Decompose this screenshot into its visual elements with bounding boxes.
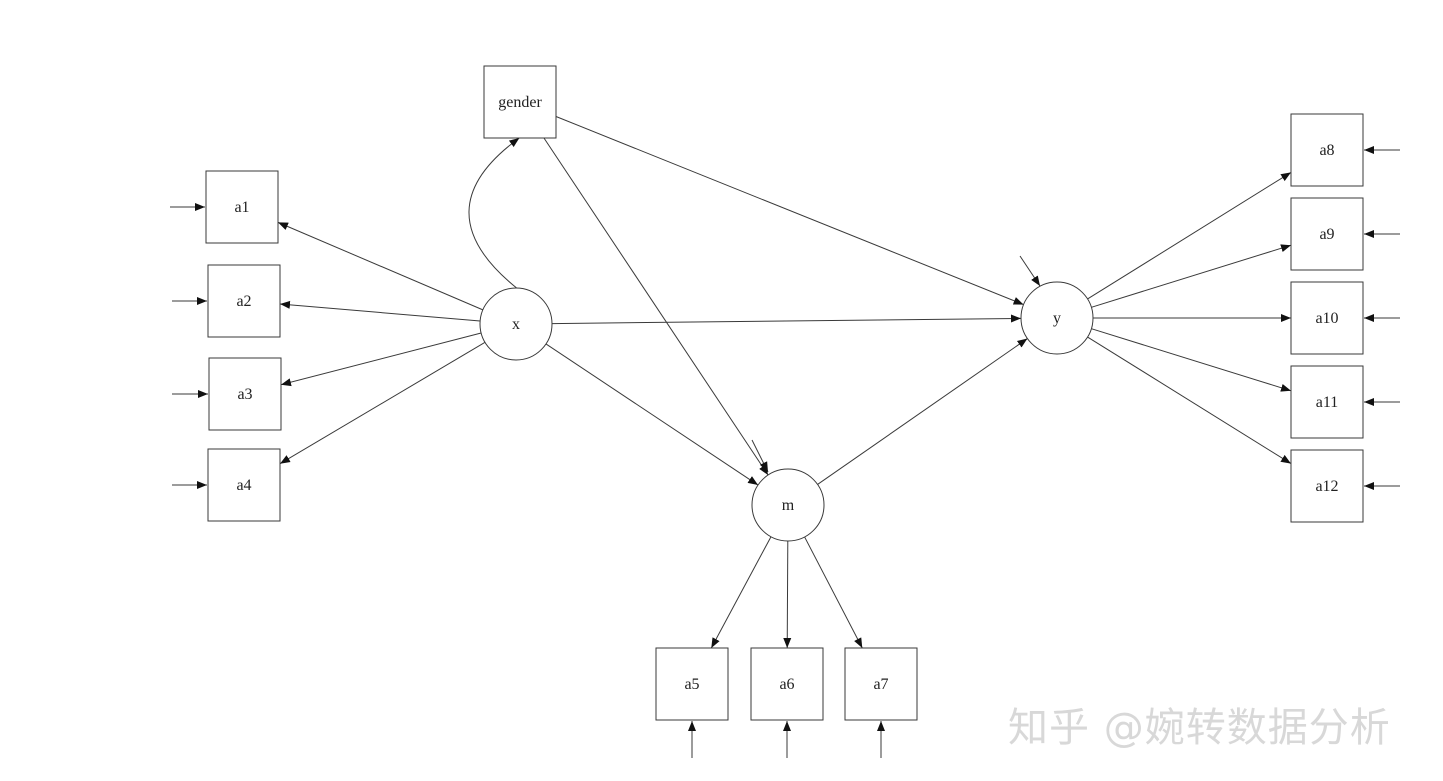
- node-label-a8: a8: [1319, 142, 1334, 159]
- node-gender: gender: [483, 65, 557, 139]
- node-m: m: [751, 468, 825, 542]
- latent-circle-x: [479, 287, 553, 361]
- edge-x-to-gender: [468, 137, 520, 289]
- node-label-y: y: [1053, 310, 1061, 327]
- node-a1: a1: [205, 170, 279, 244]
- observed-box-a6: [750, 647, 824, 721]
- observed-box-a10: [1290, 281, 1364, 355]
- observed-box-a2: [207, 264, 281, 338]
- node-label-a2: a2: [236, 293, 251, 310]
- observed-box-a9: [1290, 197, 1364, 271]
- node-a7: a7: [844, 647, 918, 721]
- observed-box-a12: [1290, 449, 1364, 523]
- observed-box-a4: [207, 448, 281, 522]
- node-x: x: [479, 287, 553, 361]
- error-arrow-m: [751, 439, 769, 473]
- node-label-a9: a9: [1319, 226, 1334, 243]
- node-a4: a4: [207, 448, 281, 522]
- node-a8: a8: [1290, 113, 1364, 187]
- node-a6: a6: [750, 647, 824, 721]
- observed-box-a7: [844, 647, 918, 721]
- node-label-x: x: [512, 316, 520, 333]
- node-label-gender: gender: [498, 94, 542, 111]
- node-a9: a9: [1290, 197, 1364, 271]
- observed-box-a11: [1290, 365, 1364, 439]
- watermark: 知乎 @婉转数据分析: [1008, 705, 1391, 751]
- node-a12: a12: [1290, 449, 1364, 523]
- latent-circle-m: [751, 468, 825, 542]
- node-label-m: m: [782, 497, 795, 514]
- edge-y-to-a12: [1087, 336, 1292, 465]
- observed-box-gender: [483, 65, 557, 139]
- observed-box-a3: [208, 357, 282, 431]
- node-a3: a3: [208, 357, 282, 431]
- edge-x-to-a4: [279, 341, 486, 465]
- node-a2: a2: [207, 264, 281, 338]
- node-label-a6: a6: [779, 676, 794, 693]
- node-label-a5: a5: [684, 676, 699, 693]
- observed-box-a1: [205, 170, 279, 244]
- node-a10: a10: [1290, 281, 1364, 355]
- edge-x-to-a1: [277, 221, 484, 311]
- node-a5: a5: [655, 647, 729, 721]
- edge-m-to-y: [817, 338, 1028, 485]
- edge-y-to-a11: [1091, 328, 1292, 392]
- edge-gender-to-y: [555, 116, 1024, 306]
- latent-circle-y: [1020, 281, 1094, 355]
- node-label-a3: a3: [237, 386, 252, 403]
- node-label-a10: a10: [1315, 310, 1338, 327]
- observed-box-a5: [655, 647, 729, 721]
- node-label-a7: a7: [873, 676, 888, 693]
- edge-y-to-a8: [1087, 171, 1292, 300]
- edge-x-to-y: [551, 314, 1022, 325]
- edge-m-to-a7: [804, 536, 863, 649]
- node-y: y: [1020, 281, 1094, 355]
- node-label-a11: a11: [1316, 394, 1339, 411]
- edge-gender-to-m: [543, 137, 769, 476]
- edge-x-to-m: [545, 343, 759, 486]
- observed-box-a8: [1290, 113, 1364, 187]
- edge-m-to-a6: [783, 540, 792, 649]
- error-arrow-y: [1019, 255, 1041, 287]
- node-label-a4: a4: [236, 477, 251, 494]
- edge-m-to-a5: [710, 536, 772, 649]
- node-label-a1: a1: [234, 199, 249, 216]
- node-a11: a11: [1290, 365, 1364, 439]
- edge-y-to-a9: [1091, 244, 1292, 308]
- node-label-a12: a12: [1315, 478, 1338, 495]
- edge-x-to-a3: [280, 332, 482, 387]
- edge-x-to-a2: [279, 300, 481, 322]
